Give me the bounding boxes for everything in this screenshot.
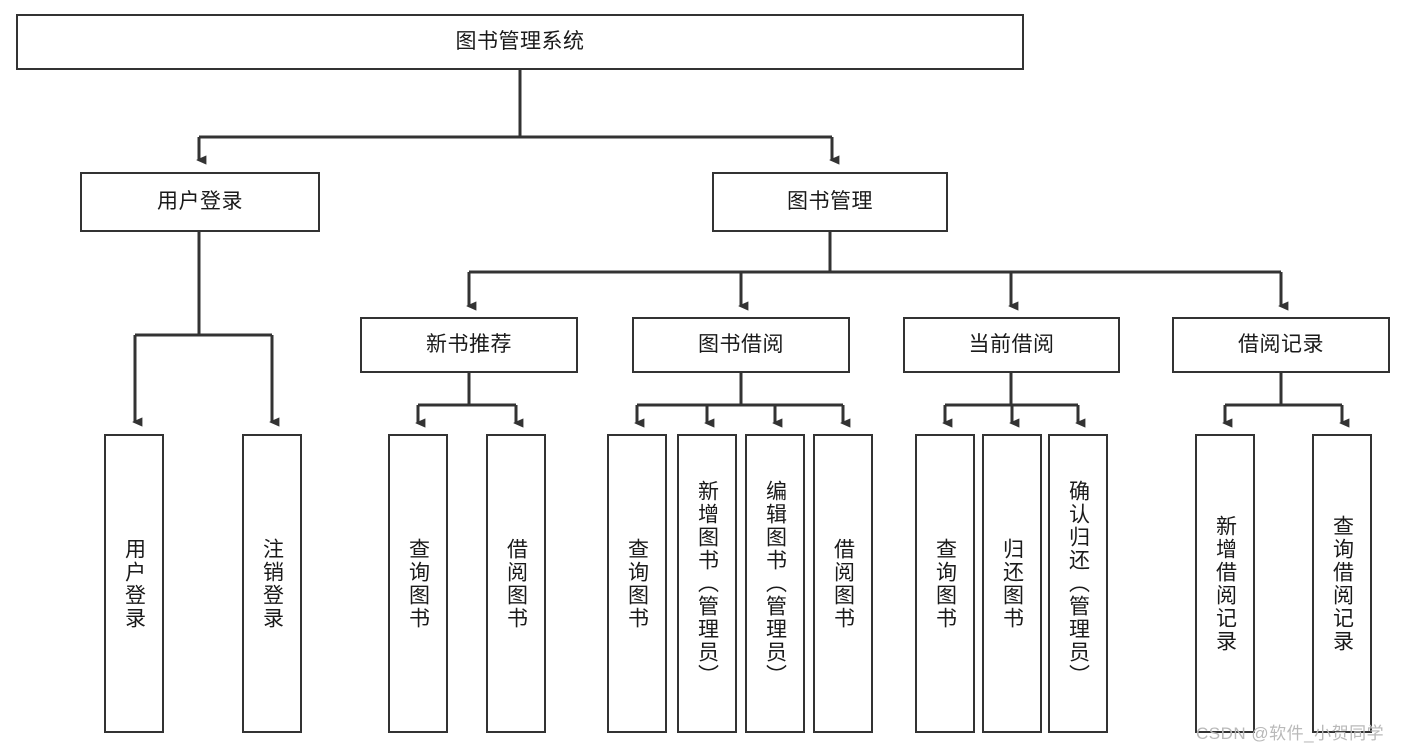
node-borrow-record-label: 借阅记录 xyxy=(1238,332,1324,356)
node-leaf-query-book-borrow[interactable]: 查询图书 xyxy=(607,434,667,733)
node-book-borrow[interactable]: 图书借阅 xyxy=(632,317,850,373)
node-leaf-return-book[interactable]: 归还图书 xyxy=(982,434,1042,733)
node-book-borrow-label: 图书借阅 xyxy=(698,332,784,356)
node-leaf-add-book[interactable]: 新增图书（管理员） xyxy=(677,434,737,733)
node-leaf-query-book-current-label: 查询图书 xyxy=(933,537,957,630)
node-leaf-query-book-recommend-label: 查询图书 xyxy=(406,537,430,630)
node-leaf-add-borrow-record-label: 新增借阅记录 xyxy=(1213,514,1237,653)
node-leaf-logout[interactable]: 注销登录 xyxy=(242,434,302,733)
node-leaf-query-book-borrow-label: 查询图书 xyxy=(625,537,649,630)
node-leaf-logout-label: 注销登录 xyxy=(260,537,284,630)
node-leaf-query-borrow-record-label: 查询借阅记录 xyxy=(1330,514,1354,653)
node-leaf-user-login-label: 用户登录 xyxy=(122,537,146,630)
node-user-login[interactable]: 用户登录 xyxy=(80,172,320,232)
node-leaf-borrow-book-recommend[interactable]: 借阅图书 xyxy=(486,434,546,733)
node-leaf-confirm-return-label: 确认归还（管理员） xyxy=(1066,480,1090,687)
node-leaf-add-borrow-record[interactable]: 新增借阅记录 xyxy=(1195,434,1255,733)
node-leaf-query-book-recommend[interactable]: 查询图书 xyxy=(388,434,448,733)
node-leaf-edit-book[interactable]: 编辑图书（管理员） xyxy=(745,434,805,733)
node-current-borrow-label: 当前借阅 xyxy=(968,332,1055,356)
node-leaf-user-login[interactable]: 用户登录 xyxy=(104,434,164,733)
node-root[interactable]: 图书管理系统 xyxy=(16,14,1024,70)
node-new-book-recommend[interactable]: 新书推荐 xyxy=(360,317,578,373)
node-leaf-return-book-label: 归还图书 xyxy=(1000,537,1024,630)
node-current-borrow[interactable]: 当前借阅 xyxy=(903,317,1120,373)
node-root-label: 图书管理系统 xyxy=(455,29,585,53)
node-leaf-borrow-book-label: 借阅图书 xyxy=(831,537,855,630)
node-book-management-label: 图书管理 xyxy=(787,189,873,213)
node-borrow-record[interactable]: 借阅记录 xyxy=(1172,317,1390,373)
node-leaf-edit-book-label: 编辑图书（管理员） xyxy=(763,480,787,687)
node-book-management[interactable]: 图书管理 xyxy=(712,172,948,232)
node-user-login-label: 用户登录 xyxy=(157,189,243,213)
node-leaf-borrow-book-recommend-label: 借阅图书 xyxy=(504,537,528,630)
node-leaf-query-borrow-record[interactable]: 查询借阅记录 xyxy=(1312,434,1372,733)
node-leaf-confirm-return[interactable]: 确认归还（管理员） xyxy=(1048,434,1108,733)
node-leaf-query-book-current[interactable]: 查询图书 xyxy=(915,434,975,733)
node-leaf-add-book-label: 新增图书（管理员） xyxy=(695,480,719,687)
watermark-text: CSDN @软件_小贺同学 xyxy=(1196,724,1385,743)
node-new-book-recommend-label: 新书推荐 xyxy=(426,332,512,356)
node-leaf-borrow-book[interactable]: 借阅图书 xyxy=(813,434,873,733)
